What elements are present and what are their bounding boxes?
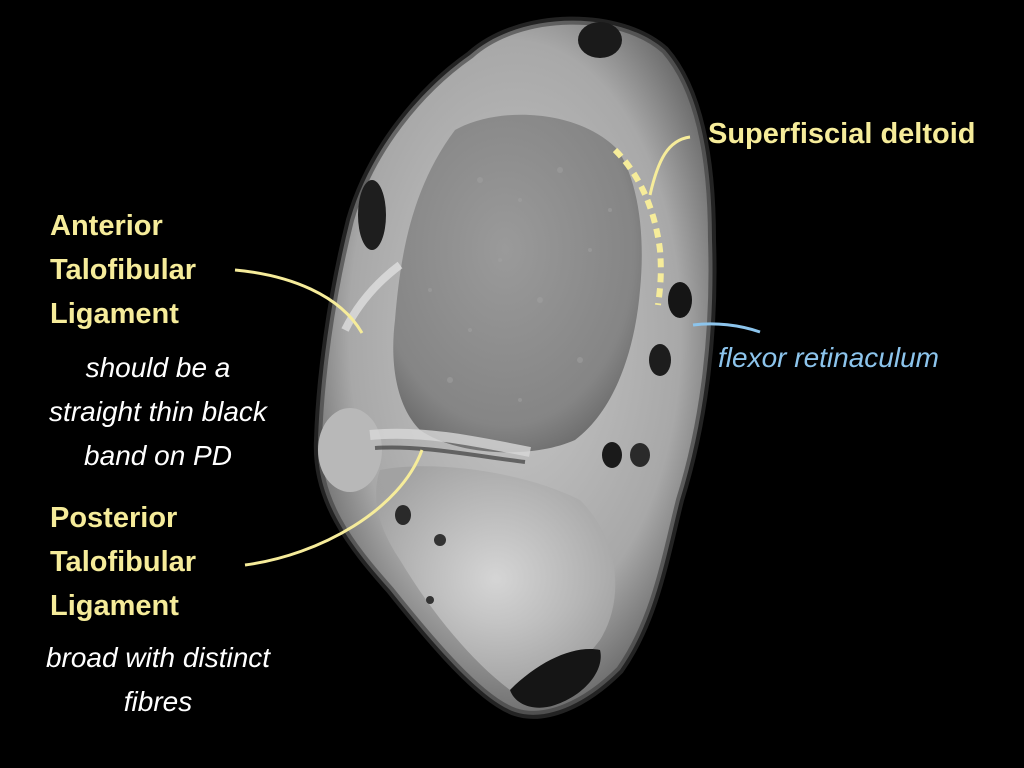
ptfl-label-line-2: Talofibular: [50, 546, 197, 578]
talus-bone: [393, 114, 642, 453]
atfl-note-line-1: should be a: [85, 352, 231, 383]
ptfl-label-line-1: Posterior: [50, 502, 178, 534]
atfl-label-line-1: Anterior: [50, 210, 163, 242]
ptfl-label: Posterior Talofibular Ligament: [50, 496, 196, 628]
ptfl-label-line-3: Ligament: [50, 590, 179, 622]
atfl-label-line-3: Ligament: [50, 298, 179, 330]
flexor-retinaculum-label: flexor retinaculum: [718, 342, 939, 373]
superficial-deltoid-label: Superfiscial deltoid: [708, 118, 976, 150]
atfl-label-line-2: Talofibular: [50, 254, 197, 286]
superficial-deltoid-leader: [648, 135, 691, 196]
atfl-leader: [234, 268, 364, 334]
atfl-note-line-3: band on PD: [84, 440, 232, 471]
ptfl-note-line-1: broad with distinct: [45, 642, 271, 673]
atfl-note: should be a straight thin black band on …: [10, 346, 306, 478]
superficial-deltoid-dotted-line: [612, 147, 664, 306]
ptfl-note: broad with distinct fibres: [10, 636, 306, 724]
atfl-label: Anterior Talofibular Ligament: [50, 204, 196, 336]
achilles-tendon: [510, 649, 601, 708]
flexor-retinaculum-leader: [692, 322, 761, 334]
ptfl-leader: [244, 449, 424, 567]
calcaneus-region: [376, 466, 616, 693]
atfl-note-line-2: straight thin black: [49, 396, 267, 427]
fibula-bone: [318, 408, 382, 492]
ptfl-note-line-2: fibres: [123, 686, 193, 717]
